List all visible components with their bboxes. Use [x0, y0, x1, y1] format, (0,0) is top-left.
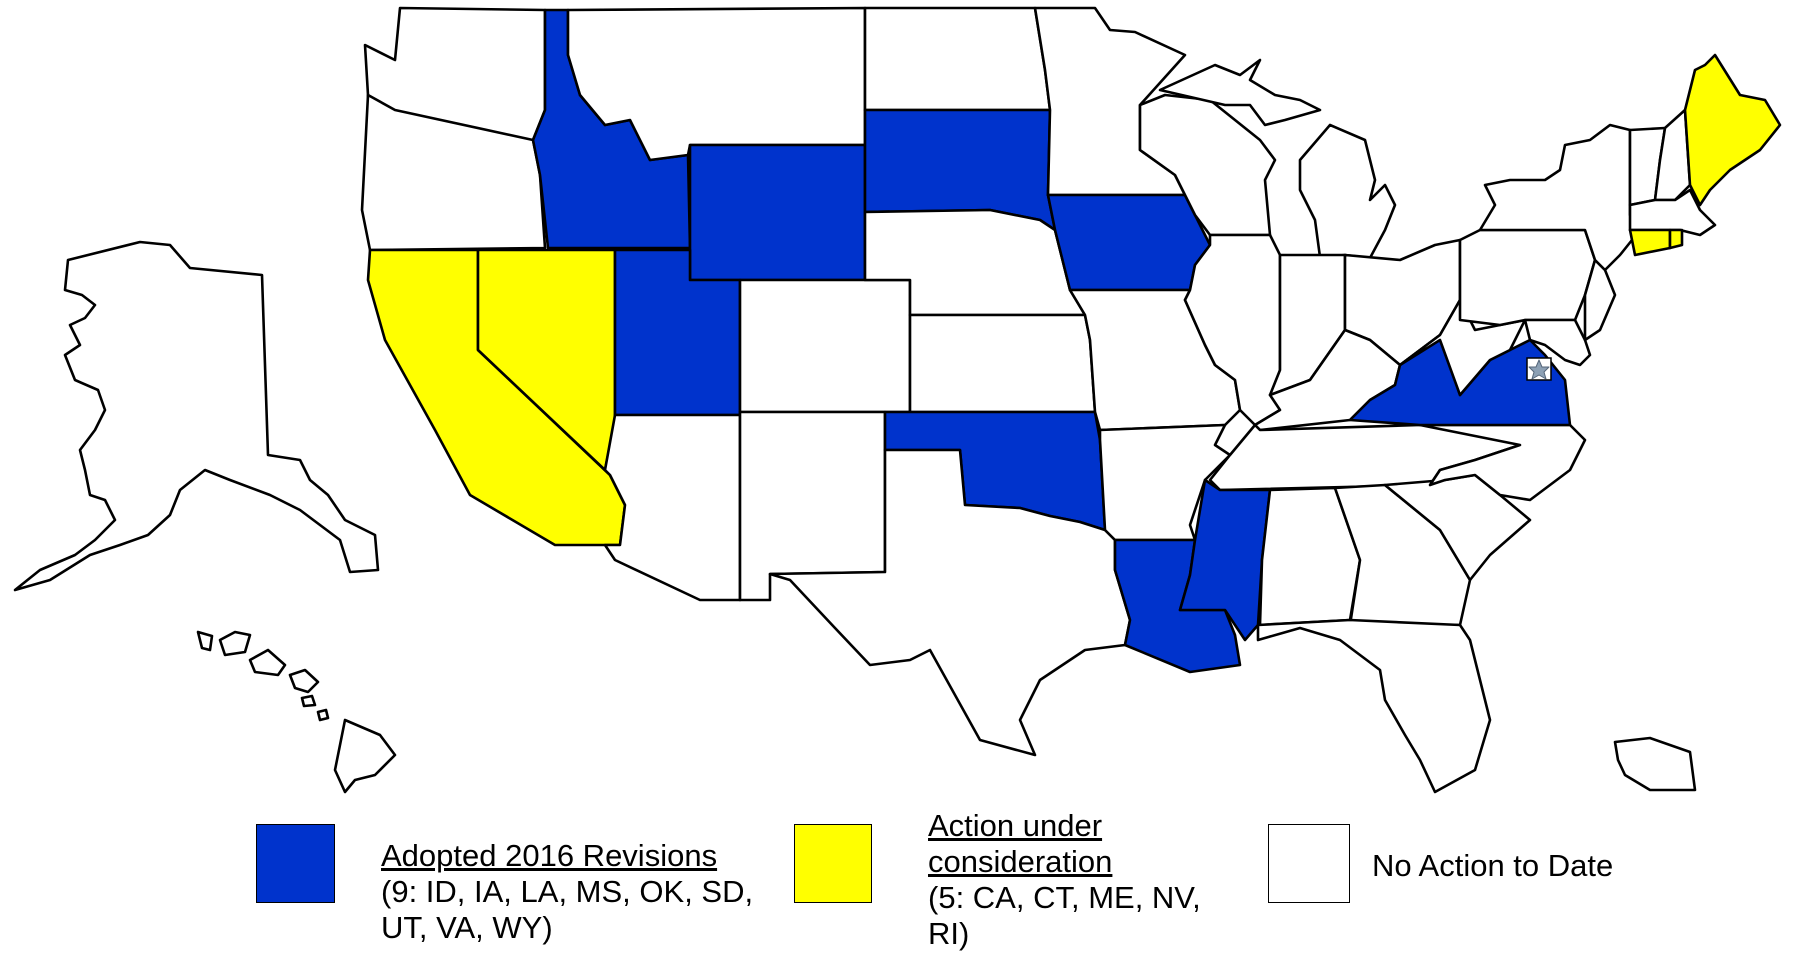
state-IA	[1046, 193, 1212, 292]
territory-PR	[1613, 736, 1697, 792]
legend-swatch-adopted	[256, 824, 335, 903]
legend-consideration-detail: (5: CA, CT, ME, NV, RI)	[928, 880, 1201, 951]
state-CO	[738, 278, 912, 414]
legend-swatch-consideration	[794, 824, 872, 903]
state-MD	[1523, 318, 1592, 367]
state-HI-molokai	[248, 648, 287, 677]
legend-adopted-title: Adopted 2016 Revisions	[381, 838, 718, 873]
state-HI-big	[333, 718, 397, 794]
legend-no-action-title: No Action to Date	[1372, 848, 1614, 883]
legend-adopted-detail: (9: ID, IA, LA, MS, OK, SD, UT, VA, WY)	[381, 874, 754, 945]
legend-consideration: Action under consideration (5: CA, CT, M…	[928, 808, 1218, 952]
state-ME	[1683, 53, 1782, 207]
state-MI-lower	[1298, 123, 1397, 260]
legend-consideration-title: Action under consideration	[928, 808, 1113, 879]
state-OR	[360, 93, 547, 252]
state-HI-kahoolawe	[316, 708, 330, 722]
legend-adopted: Adopted 2016 Revisions (9: ID, IA, LA, M…	[381, 838, 791, 946]
capital-star-icon	[1528, 359, 1550, 380]
us-states-map	[13, 6, 1782, 794]
state-MI-upper	[1158, 58, 1322, 127]
state-NY	[1478, 123, 1642, 272]
state-ND	[863, 6, 1052, 112]
state-AK	[13, 240, 380, 592]
state-RI	[1668, 228, 1684, 250]
state-AR	[1098, 423, 1232, 542]
state-PA	[1458, 228, 1597, 327]
state-TX	[768, 448, 1132, 757]
legend-swatch-no-action	[1268, 824, 1350, 903]
state-HI-lanai	[300, 694, 317, 708]
state-CT	[1628, 228, 1672, 257]
state-NC	[1418, 423, 1587, 502]
state-FL	[1256, 618, 1492, 794]
state-WY	[688, 143, 867, 282]
state-KS	[908, 313, 1097, 414]
state-HI-kauai	[196, 630, 214, 652]
state-AZ	[603, 413, 742, 602]
state-HI-oahu	[218, 630, 252, 657]
legend-no-action: No Action to Date	[1372, 848, 1672, 884]
state-HI-maui	[288, 668, 320, 694]
